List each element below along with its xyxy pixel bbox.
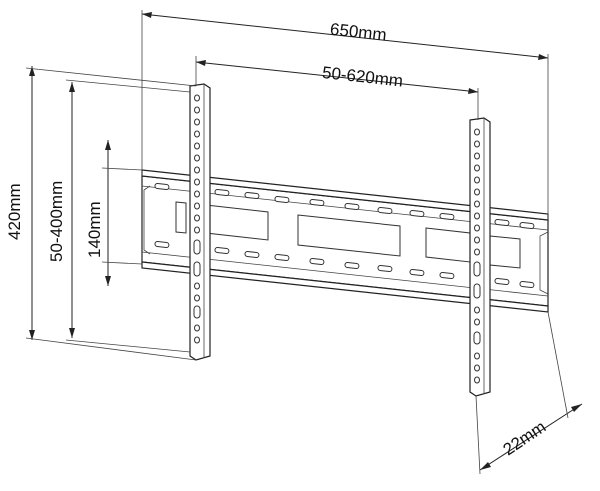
right-arm	[469, 117, 491, 397]
vertical-spacing-label: 50-620mm	[321, 63, 404, 91]
dimension-plate-height: 140mm	[85, 140, 143, 286]
wall-plate	[141, 169, 549, 313]
arm-spacing-label: 50-400mm	[47, 181, 66, 262]
overall-width-label: 650mm	[329, 20, 387, 45]
left-arm	[189, 83, 211, 361]
left-arm-holes	[193, 94, 201, 344]
plate-slots-top	[154, 183, 535, 229]
overall-height-label: 420mm	[5, 183, 24, 240]
right-arm-holes	[473, 128, 481, 384]
dimension-arm-spacing: 50-400mm	[47, 79, 191, 353]
plate-slots-bottom	[154, 241, 535, 288]
depth-label: 22mm	[500, 417, 550, 459]
plate-height-label: 140mm	[85, 201, 104, 258]
plate-cutouts	[175, 201, 521, 269]
dimension-vertical-spacing: 50-620mm	[195, 56, 479, 120]
dimension-depth: 22mm	[475, 311, 583, 475]
dimension-overall-width: 650mm	[141, 10, 549, 220]
dimension-overall-height: 420mm	[5, 66, 197, 361]
